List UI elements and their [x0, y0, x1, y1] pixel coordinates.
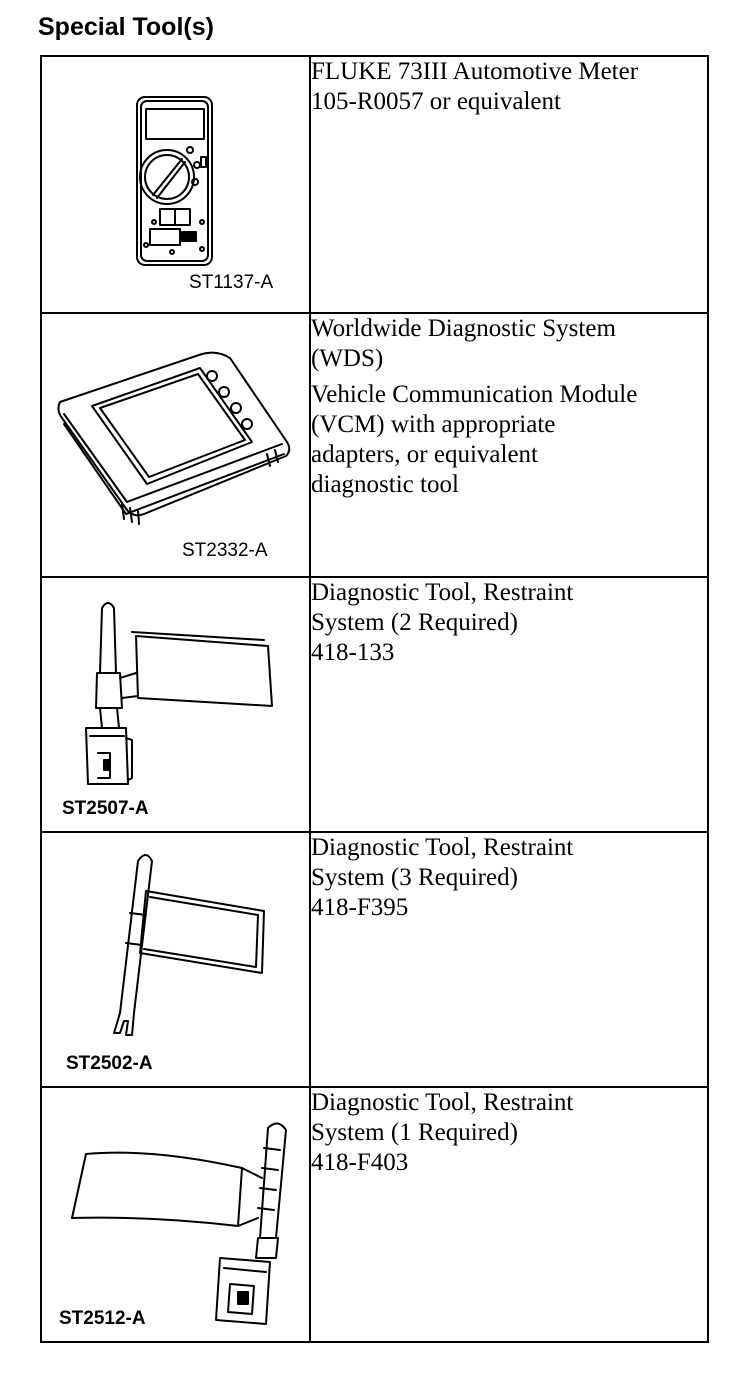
tool-description-paragraph: Vehicle Communication Module (VCM) with … — [311, 381, 638, 498]
restraint-tool-plug-icon — [71, 1122, 287, 1325]
tool-row: ST1137-A FLUKE 73III Automotive Meter 10… — [40, 55, 709, 314]
restraint-tool-fork-icon — [113, 854, 265, 1036]
tool-illustration-cell: ST2502-A — [40, 831, 311, 1088]
diagnostic-scanner-icon — [57, 351, 291, 525]
tool-row: ST2502-A Diagnostic Tool, Restraint Syst… — [40, 831, 709, 1088]
tool-illustration-cell: ST2332-A — [40, 312, 311, 578]
tool-description: Diagnostic Tool, Restraint System (2 Req… — [309, 576, 709, 833]
tool-description: FLUKE 73III Automotive Meter 105-R0057 o… — [309, 55, 709, 314]
tool-row: ST2512-A Diagnostic Tool, Restraint Syst… — [40, 1086, 709, 1343]
tool-figure-caption: ST2507-A — [62, 798, 149, 819]
tool-description-paragraph: Diagnostic Tool, Restraint System (2 Req… — [311, 579, 574, 666]
tool-row: ST2332-A Worldwide Diagnostic System (WD… — [40, 312, 709, 578]
special-tools-table: ST1137-A FLUKE 73III Automotive Meter 10… — [40, 55, 709, 1343]
tool-illustration-cell: ST2512-A — [40, 1086, 311, 1343]
multimeter-icon — [136, 96, 213, 266]
tool-description: Worldwide Diagnostic System (WDS) Vehicl… — [309, 312, 709, 578]
tool-illustration-cell: ST1137-A — [40, 55, 311, 314]
tool-illustration-cell: ST2507-A — [40, 576, 311, 833]
tool-description: Diagnostic Tool, Restraint System (3 Req… — [309, 831, 709, 1088]
tool-description-paragraph: Diagnostic Tool, Restraint System (1 Req… — [311, 1089, 574, 1176]
tool-description-paragraph: Worldwide Diagnostic System (WDS) — [311, 315, 616, 372]
tool-figure-caption: ST1137-A — [189, 272, 274, 293]
page-title: Special Tool(s) — [38, 13, 214, 41]
tool-figure-caption: ST2502-A — [66, 1053, 153, 1074]
tool-figure-caption: ST2332-A — [182, 540, 268, 561]
tool-figure-caption: ST2512-A — [59, 1308, 146, 1329]
tool-row: ST2507-A Diagnostic Tool, Restraint Syst… — [40, 576, 709, 833]
tool-description-paragraph: Diagnostic Tool, Restraint System (3 Req… — [311, 834, 574, 921]
tool-description-paragraph: FLUKE 73III Automotive Meter 105-R0057 o… — [311, 58, 639, 115]
restraint-tool-connector-icon — [85, 602, 273, 785]
tool-description: Diagnostic Tool, Restraint System (1 Req… — [309, 1086, 709, 1343]
